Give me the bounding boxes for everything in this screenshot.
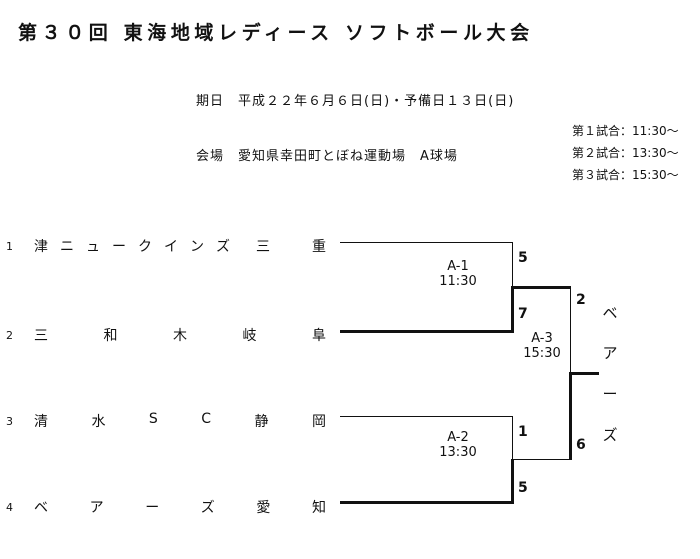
score-a2-team-4: 5	[518, 480, 528, 496]
bracket-line-team-1	[340, 242, 513, 243]
bracket-line-a3-lower	[569, 373, 572, 460]
score-a3-upper: 2	[576, 292, 586, 308]
bracket-line-team-2	[340, 330, 513, 333]
team-3-number: 3	[6, 415, 13, 428]
team-1-char: ュ	[86, 239, 100, 255]
team-2-char: 阜	[312, 328, 326, 344]
event-venue: 会場 愛知県幸田町とぼね運動場 A球場	[196, 149, 458, 164]
team-2-char: 和	[103, 328, 118, 344]
team-4-char: ア	[89, 500, 104, 516]
team-3-char: 清	[34, 414, 48, 430]
page-title: 第３０回 東海地域レディース ソフトボール大会	[18, 22, 534, 44]
team-1-number: 1	[6, 240, 13, 253]
score-a3-lower: 6	[576, 437, 586, 453]
team-2-char: 三	[34, 328, 48, 344]
team-1-char: ク	[138, 239, 152, 255]
team-4-number: 4	[6, 501, 13, 514]
team-4-char: 愛	[256, 500, 271, 516]
team-1-char: ズ	[216, 239, 230, 255]
bracket-line-a1-out	[511, 286, 571, 289]
team-2-char: 木	[173, 328, 187, 344]
match-a1-time: 11:30	[439, 274, 477, 289]
match-a3-label: A-3 15:30	[516, 331, 568, 361]
team-1-char: 三	[256, 239, 270, 255]
match-a2-label: A-2 13:30	[418, 430, 498, 460]
team-1-char: 重	[312, 239, 326, 255]
team-1-char: 津	[34, 239, 48, 255]
bracket-line-a1-lower	[511, 286, 514, 333]
bracket-line-a3-upper	[570, 286, 571, 374]
bracket-line-team-4	[340, 501, 513, 504]
team-2-char: 岐	[242, 328, 257, 344]
team-2-number: 2	[6, 329, 13, 342]
team-3-char: S	[148, 411, 158, 427]
match-a3-id: A-3	[531, 331, 553, 346]
team-3-name: 清 水 S C 静 岡	[34, 411, 326, 431]
match-a2-id: A-2	[447, 430, 469, 445]
match-a1-id: A-1	[447, 259, 469, 274]
team-1-char: イ	[164, 239, 178, 255]
schedule-game-2: 第２試合：13:30～	[572, 146, 679, 160]
champion-char: ズ	[602, 426, 618, 444]
bracket-line-a1-upper	[512, 242, 513, 287]
schedule-game-1: 第１試合：11:30～	[572, 124, 679, 138]
match-a1-label: A-1 11:30	[418, 259, 498, 289]
champion-char: ベ	[602, 304, 618, 322]
team-4-char: ー	[145, 500, 160, 516]
team-1-name: 津 ニ ュ ー ク イ ン ズ 三 重	[34, 236, 326, 256]
score-a1-team-1: 5	[518, 250, 528, 266]
team-3-char: 岡	[311, 414, 326, 430]
team-1-char: ン	[190, 239, 204, 255]
champion-char: ー	[602, 385, 618, 403]
bracket-line-a2-upper	[512, 416, 513, 460]
team-3-char: C	[201, 411, 212, 427]
team-4-name: ベ ア ー ズ 愛 知	[34, 497, 326, 517]
match-a2-time: 13:30	[439, 445, 477, 460]
champion-char: ア	[602, 344, 618, 362]
team-1-char: ー	[112, 239, 126, 255]
score-a2-team-3: 1	[518, 424, 528, 440]
team-4-char: ズ	[200, 500, 215, 516]
bracket-line-a2-lower	[511, 459, 514, 504]
team-3-char: 水	[91, 414, 106, 430]
team-1-char: ニ	[60, 239, 74, 255]
schedule-game-3: 第３試合：15:30～	[572, 168, 679, 182]
team-3-char: 静	[254, 414, 269, 430]
event-dates: 期日 平成２２年６月６日(日)・予備日１３日(日)	[196, 94, 515, 109]
match-a3-time: 15:30	[523, 346, 561, 361]
team-4-char: ベ	[34, 500, 48, 516]
score-a1-team-2: 7	[518, 306, 528, 322]
team-2-name: 三 和 木 岐 阜	[34, 325, 326, 345]
bracket-line-champion	[569, 372, 599, 375]
bracket-line-team-3	[340, 416, 513, 417]
team-4-char: 知	[311, 500, 326, 516]
bracket-line-a2-out	[511, 459, 571, 460]
